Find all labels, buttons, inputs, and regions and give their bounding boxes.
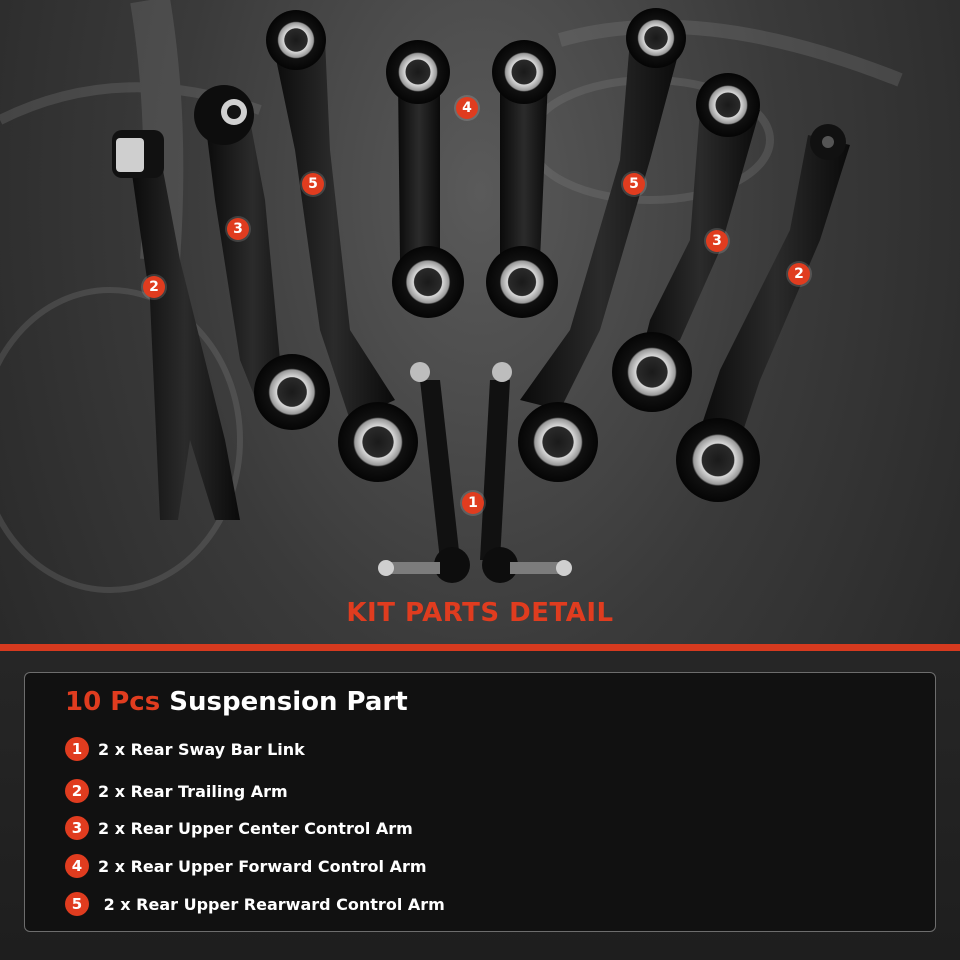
list-item: 1 2 x Rear Sway Bar Link [65, 737, 305, 761]
part-marker: 4 [456, 97, 478, 119]
center-control-arm-right [612, 73, 760, 412]
item-text: 2 x Rear Trailing Arm [98, 781, 288, 801]
piece-count: 10 Pcs [65, 687, 161, 717]
part-marker: 5 [623, 173, 645, 195]
trailing-arm-left [112, 130, 240, 520]
item-number: 1 [65, 737, 89, 761]
panel-heading: 10 Pcs Suspension Part [65, 687, 408, 717]
forward-control-arm-left [386, 40, 464, 318]
item-text: 2 x Rear Upper Center Control Arm [98, 818, 413, 838]
part-marker: 3 [706, 230, 728, 252]
list-item: 2 2 x Rear Trailing Arm [65, 779, 288, 803]
divider [0, 644, 960, 651]
rearward-control-arm-left [266, 10, 418, 482]
forward-control-arm-right [486, 40, 558, 318]
part-marker: 2 [143, 276, 165, 298]
item-number: 2 [65, 779, 89, 803]
list-item: 4 2 x Rear Upper Forward Control Arm [65, 854, 427, 878]
item-text: 2 x Rear Sway Bar Link [98, 739, 305, 759]
suspension-parts-photo [0, 0, 903, 593]
trailing-arm-right [676, 124, 850, 502]
kit-parts-title: KIT PARTS DETAIL [346, 598, 614, 628]
item-text: 2 x Rear Upper Forward Control Arm [98, 856, 427, 876]
parts-list-panel: 10 Pcs Suspension Part 1 2 x Rear Sway B… [24, 672, 936, 932]
heading-text: Suspension Part [169, 687, 408, 717]
center-control-arm-left [194, 85, 330, 430]
part-marker: 2 [788, 263, 810, 285]
item-number: 5 [65, 892, 89, 916]
part-marker: 1 [462, 492, 484, 514]
list-item: 3 2 x Rear Upper Center Control Arm [65, 816, 413, 840]
sway-bar-links [378, 362, 572, 583]
item-number: 3 [65, 816, 89, 840]
item-text: 2 x Rear Upper Rearward Control Arm [98, 894, 445, 914]
item-number: 4 [65, 854, 89, 878]
rearward-control-arm-right [518, 8, 686, 482]
part-marker: 3 [227, 218, 249, 240]
list-item: 5 2 x Rear Upper Rearward Control Arm [65, 892, 445, 916]
part-marker: 5 [302, 173, 324, 195]
